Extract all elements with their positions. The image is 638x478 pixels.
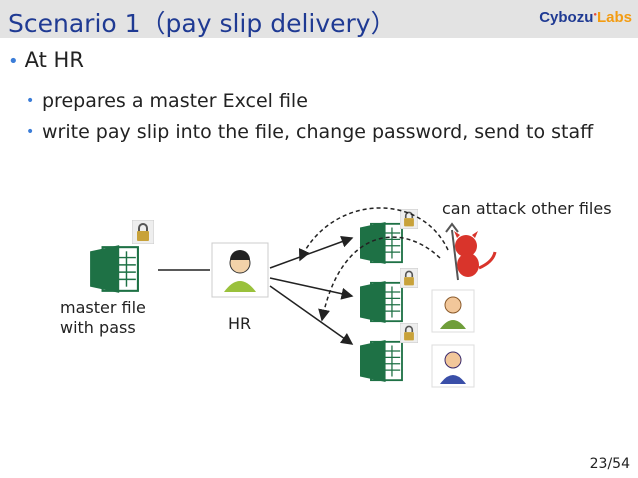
- excel-icon: [359, 222, 403, 264]
- excel-icon: [359, 281, 403, 323]
- staff-person-icon: [431, 289, 475, 333]
- bullet-dot-icon: •: [26, 124, 35, 140]
- attack-arrow: [318, 236, 441, 322]
- master-file-label-text: master file with pass: [60, 298, 146, 337]
- bullet-main-text: At HR: [24, 48, 84, 72]
- sub-bullet-text: write pay slip into the file, change pas…: [42, 121, 594, 143]
- title-bar: Scenario 1（pay slip delivery） Cybozu●Lab…: [0, 0, 638, 38]
- lock-icon: [132, 220, 154, 244]
- bullet-dot-icon: •: [8, 51, 19, 72]
- master-file-label: master file with pass: [60, 298, 146, 338]
- bullet-dot-icon: •: [26, 93, 35, 109]
- hr-label: HR: [228, 314, 252, 333]
- page-number: 23/54: [589, 456, 630, 472]
- cybozu-labs-logo: Cybozu●Labs: [539, 9, 632, 26]
- arrow: [269, 277, 354, 300]
- logo-main: Cybozu: [539, 9, 594, 26]
- bullet-main: •At HR: [8, 48, 84, 72]
- staff-person-icon: [431, 344, 475, 388]
- arrow: [269, 235, 354, 269]
- lock-icon: [400, 268, 418, 288]
- devil-attacker-icon: [445, 222, 497, 281]
- slide-title: Scenario 1（pay slip delivery）: [8, 9, 396, 38]
- attack-label: can attack other files: [442, 199, 612, 218]
- logo-suffix: Labs: [596, 9, 632, 26]
- arrow: [269, 285, 354, 345]
- sub-bullet-text: prepares a master Excel file: [42, 90, 308, 112]
- sub-bullet-2: • write pay slip into the file, change pa…: [26, 119, 602, 145]
- sub-bullet-1: • prepares a master Excel file: [26, 88, 308, 114]
- lock-icon: [400, 323, 418, 343]
- excel-icon: [359, 340, 403, 382]
- hr-person-icon: [211, 242, 269, 298]
- lock-icon: [400, 209, 418, 229]
- attack-arrow: [298, 207, 449, 262]
- excel-icon: [89, 245, 139, 293]
